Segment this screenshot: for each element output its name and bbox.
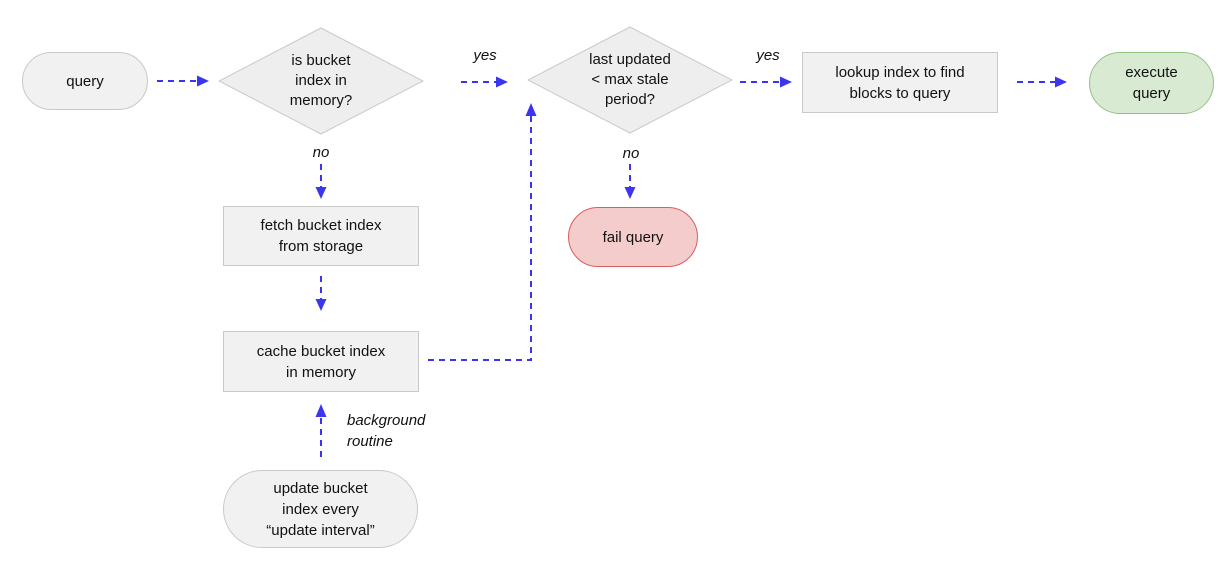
text-line: “update interval” xyxy=(266,521,375,539)
text-line: query xyxy=(1132,85,1171,102)
text-line: period? xyxy=(604,91,656,108)
text-line: memory? xyxy=(289,92,353,109)
arrow-stalecheck-no-to-fail xyxy=(624,164,636,199)
text-line: execute xyxy=(1125,64,1178,81)
text-line: < max stale xyxy=(591,71,669,88)
text-line: blocks to query xyxy=(849,84,951,102)
arrow-query-to-memcheck xyxy=(157,75,209,87)
text-line: index in xyxy=(295,72,347,89)
text-line: update bucket xyxy=(273,479,368,497)
node-fail-label: fail query xyxy=(602,228,664,246)
text-line: fetch bucket index xyxy=(260,217,382,234)
node-memcheck-text: is bucket index in memory? xyxy=(290,51,353,111)
node-is-bucket-index-in-memory: is bucket index in memory? xyxy=(218,27,424,135)
diamond-shape xyxy=(527,26,733,134)
arrow-memcheck-no-to-fetch xyxy=(315,164,327,199)
text-line: lookup index to find xyxy=(835,63,965,81)
text-line: background xyxy=(347,412,426,429)
node-stalecheck-text: last updated < max stale period? xyxy=(589,50,671,110)
text-line: in memory xyxy=(285,363,356,381)
node-lookup-index: lookup index to find blocks to query xyxy=(802,52,998,113)
label-stalecheck-yes: yes xyxy=(756,47,780,64)
text-line: from storage xyxy=(278,238,364,255)
node-query-label: query xyxy=(66,72,104,90)
text-line: routine xyxy=(347,433,393,450)
node-last-updated-max-stale: last updated < max stale period? xyxy=(527,26,733,134)
label-memcheck-yes: yes xyxy=(473,47,497,64)
arrow-lookup-to-execute xyxy=(1017,76,1067,88)
node-fetch-bucket-index: fetch bucket index from storage xyxy=(223,206,419,266)
arrow-stalecheck-yes-to-lookup xyxy=(740,76,792,88)
label-memcheck-no: no xyxy=(312,144,330,161)
node-execute-query: execute query xyxy=(1089,52,1214,114)
text-line: is bucket xyxy=(291,52,351,69)
node-cache-bucket-index: cache bucket index in memory xyxy=(223,331,419,392)
node-update-bucket-index: update bucket index every “update interv… xyxy=(223,470,418,548)
diamond-shape xyxy=(218,27,424,135)
text-line: index every xyxy=(282,500,359,518)
node-fail-query: fail query xyxy=(568,207,698,267)
text-line: cache bucket index xyxy=(256,342,386,360)
text-line: last updated xyxy=(589,51,671,68)
label-stalecheck-no: no xyxy=(622,145,640,162)
arrow-cache-to-stalecheck-elbow xyxy=(428,103,537,361)
arrow-fetch-to-cache xyxy=(315,276,327,311)
arrow-memcheck-yes-to-stalecheck xyxy=(461,76,508,88)
node-query: query xyxy=(22,52,148,110)
label-background-routine: background routine xyxy=(347,410,425,452)
arrow-update-to-cache xyxy=(315,404,327,457)
